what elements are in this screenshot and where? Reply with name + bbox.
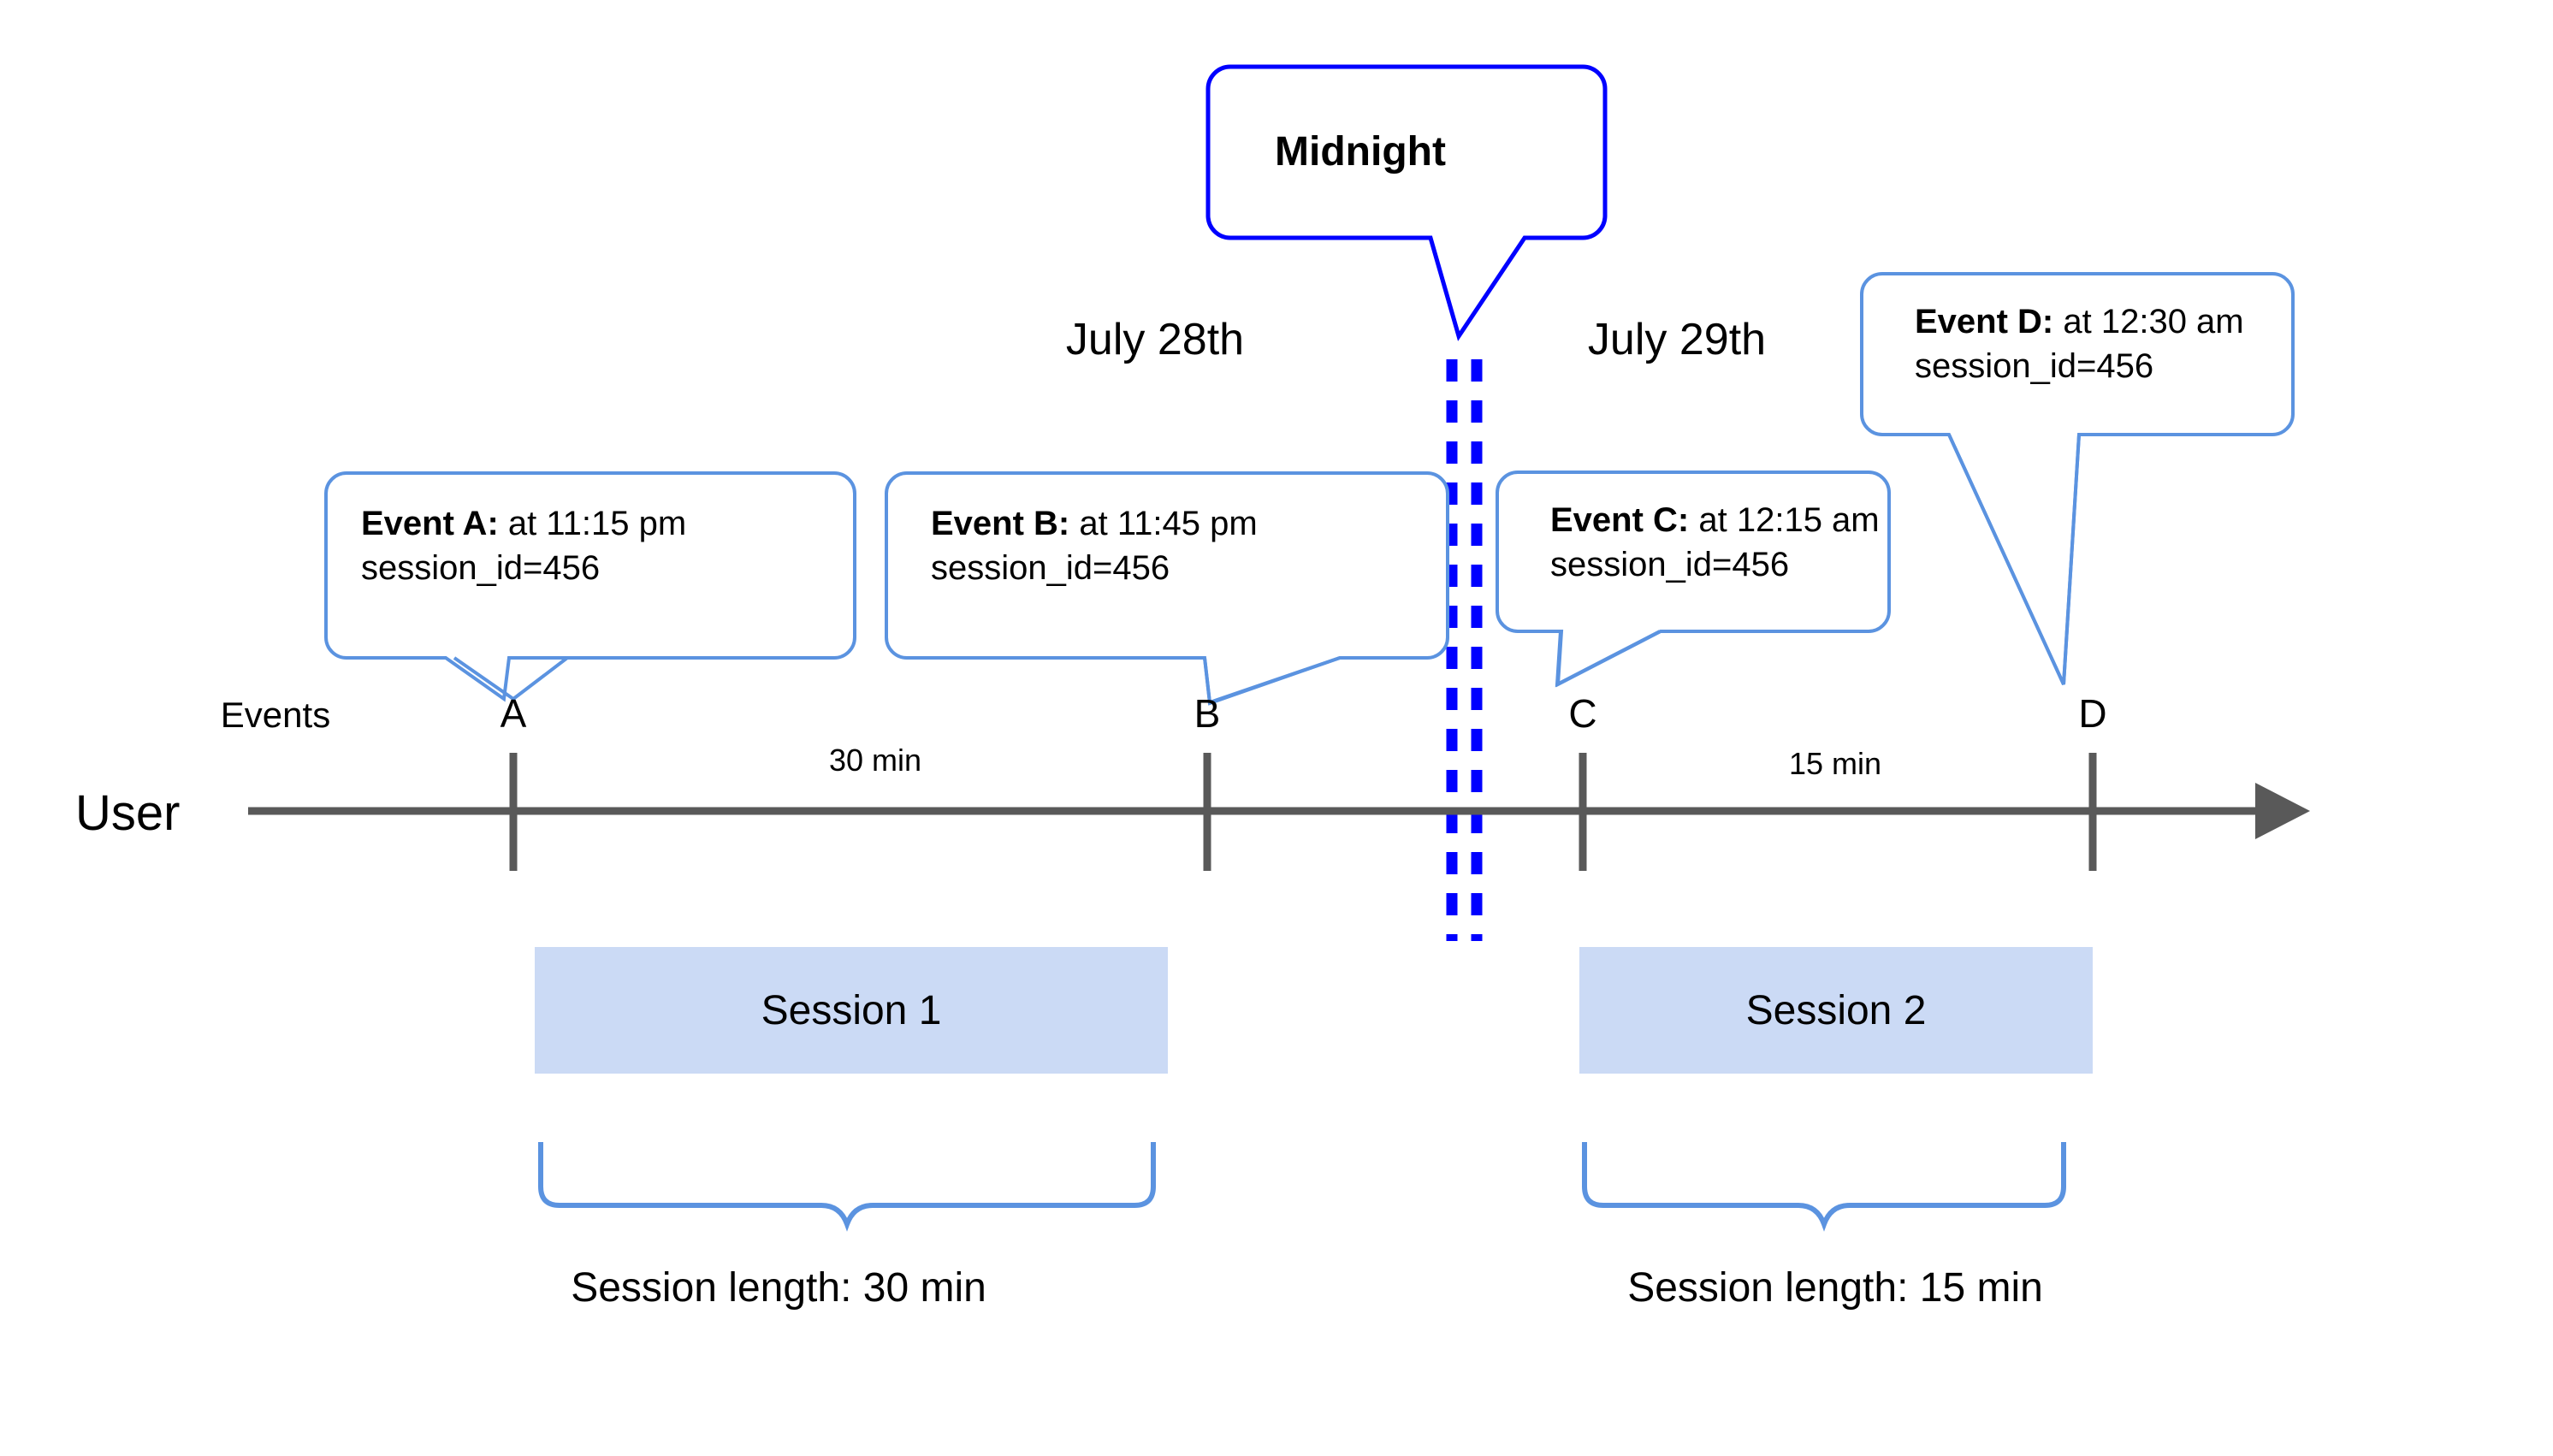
event-b-callout-text: Event B: at 11:45 pm session_id=456: [931, 501, 1427, 590]
event-a-time: at 11:15 pm: [498, 505, 687, 542]
event-a-tail-line: [453, 656, 569, 701]
event-b-time: at 11:45 pm: [1069, 505, 1258, 542]
session-1-box[interactable]: [535, 947, 1168, 1074]
event-c-tail-line: [1555, 630, 1661, 688]
event-a-session-id: session_id=456: [361, 549, 601, 587]
event-b-title: Event B:: [931, 505, 1070, 542]
timeline-arrow-head: [2255, 783, 2310, 839]
tick-label-a: A: [500, 691, 527, 736]
event-d-time: at 12:30 am: [2053, 303, 2244, 340]
event-a-title: Event A:: [361, 505, 499, 542]
date-label-july-29: July 29th: [1587, 315, 1767, 364]
duration-label-30-min: 30 min: [828, 743, 922, 778]
event-d-tail-line: [1947, 434, 2081, 685]
event-a-callout-shape: [324, 471, 856, 702]
event-c-callout-text: Event C: at 12:15 am session_id=456: [1550, 498, 1893, 587]
row-label-events: Events: [220, 695, 331, 735]
event-b-session-id: session_id=456: [931, 549, 1170, 587]
session-2-box[interactable]: [1579, 947, 2093, 1074]
midnight-label: Midnight: [1275, 129, 1446, 175]
event-c-title: Event C:: [1550, 501, 1690, 539]
session-1-brace: [538, 1142, 1156, 1232]
tick-label-d: D: [2078, 691, 2107, 736]
event-d-title: Event D:: [1915, 303, 2054, 340]
tick-label-c: C: [1568, 691, 1597, 736]
midnight-callout-shape: [1205, 64, 1608, 341]
session-2-brace: [1582, 1142, 2066, 1232]
session-2-length-label: Session length: 15 min: [1627, 1265, 2043, 1311]
duration-label-15-min: 15 min: [1788, 746, 1882, 781]
session-1-length-label: Session length: 30 min: [571, 1265, 986, 1311]
event-c-time: at 12:15 am: [1689, 501, 1880, 539]
date-label-july-28: July 28th: [1065, 315, 1245, 364]
event-d-callout-text: Event D: at 12:30 am session_id=456: [1915, 299, 2300, 388]
session-1-label: Session 1: [761, 988, 942, 1033]
row-label-user: User: [75, 785, 181, 841]
event-c-session-id: session_id=456: [1550, 546, 1790, 583]
event-d-session-id: session_id=456: [1915, 347, 2154, 385]
event-a-callout-text: Event A: at 11:15 pm session_id=456: [361, 501, 840, 590]
tick-label-b: B: [1194, 691, 1221, 736]
event-b-tail-line: [1203, 656, 1341, 706]
session-2-label: Session 2: [1745, 988, 1927, 1033]
